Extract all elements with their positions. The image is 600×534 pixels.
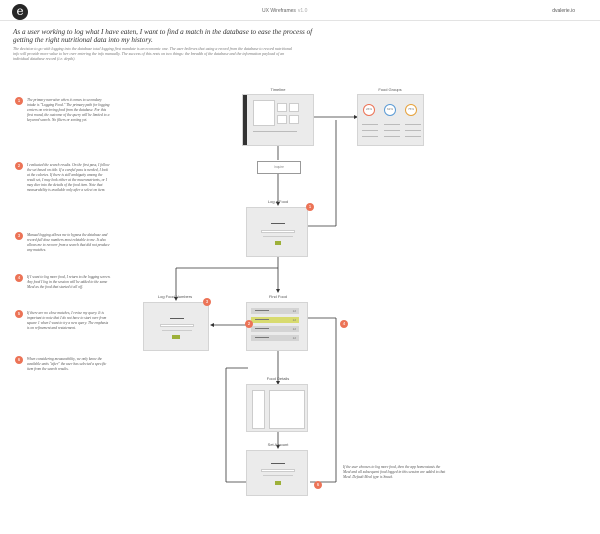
note-text: If I want to log more food, I return to …: [27, 275, 111, 290]
timeline-card: [253, 100, 275, 126]
user-story: As a user working to log what I have eat…: [13, 28, 313, 44]
details-panel: [269, 390, 305, 429]
save-numbers-button[interactable]: [172, 335, 180, 339]
set-amount-screen[interactable]: [246, 450, 308, 496]
log-a-food-screen[interactable]: [246, 207, 308, 257]
note-marker: 5: [15, 310, 23, 318]
annotation-marker: 6: [314, 481, 322, 489]
title-text: UX Wireframes: [262, 8, 296, 14]
note-text: The primary narrative when it comes to s…: [27, 98, 110, 123]
annotation-marker: 1: [306, 203, 314, 211]
note-text: Manual logging allows me to bypass the d…: [27, 233, 110, 253]
find-food-screen[interactable]: 12 12 12 12: [246, 302, 308, 351]
label-log-a-food: Log a Food: [267, 199, 289, 204]
ring-chart: 26%: [363, 104, 375, 116]
label-set-amount: Set Amount: [267, 442, 289, 447]
ring-chart: 75%: [405, 104, 417, 116]
label-food-details: Food Details: [266, 376, 290, 381]
app-logo[interactable]: e: [12, 4, 28, 20]
timeline-tile: [289, 115, 299, 124]
annotation-marker: 4: [340, 320, 348, 328]
details-panel: [252, 390, 265, 429]
result-row-selected[interactable]: 12: [251, 317, 299, 323]
timeline-tile: [289, 103, 299, 112]
note-text: When considering measurability, we only …: [27, 357, 107, 372]
note-marker: 4: [15, 274, 23, 282]
result-row[interactable]: 12: [251, 326, 299, 332]
label-food-groups: Food Groups: [378, 87, 402, 92]
note-marker: 3: [15, 232, 23, 240]
note-text: If there are no close matches, I revise …: [27, 311, 109, 331]
amount-field[interactable]: [261, 469, 295, 473]
food-details-screen[interactable]: [246, 384, 308, 432]
inquire-box[interactable]: Inquire: [257, 161, 301, 174]
note-text: I evaluated the search results. On the f…: [27, 163, 110, 193]
timeline-sidebar: [243, 95, 247, 145]
flow-note: If the user chooses to log more food, th…: [343, 465, 446, 479]
annotation-marker: 2: [245, 320, 253, 328]
timeline-screen[interactable]: [242, 94, 314, 146]
label-timeline: Timeline: [270, 87, 286, 92]
timeline-tile: [277, 115, 287, 124]
timeline-tile: [277, 103, 287, 112]
food-groups-screen[interactable]: 26% 62% 75%: [357, 94, 424, 146]
label-log-food-numbers: Log Food Numbers: [157, 294, 193, 299]
site-link[interactable]: dvalerie.io: [552, 8, 575, 14]
ring-chart: 62%: [384, 104, 396, 116]
log-button[interactable]: [275, 241, 281, 245]
save-amount-button[interactable]: [275, 481, 281, 485]
version-label: v1.0: [297, 8, 308, 14]
note-marker: 6: [15, 356, 23, 364]
note-marker: 1: [15, 97, 23, 105]
log-food-numbers-screen[interactable]: [143, 302, 209, 351]
label-find-food: Find Food: [268, 294, 287, 299]
result-row[interactable]: 12: [251, 308, 299, 314]
note-marker: 2: [15, 162, 23, 170]
numbers-field[interactable]: [160, 324, 194, 328]
result-row[interactable]: 12: [251, 335, 299, 341]
food-search-field[interactable]: [261, 230, 295, 234]
header-divider: [0, 20, 600, 21]
annotation-marker: 3: [203, 298, 211, 306]
timeline-bar: [253, 131, 297, 133]
intro-paragraph: The decision to go with logging into the…: [13, 46, 293, 61]
